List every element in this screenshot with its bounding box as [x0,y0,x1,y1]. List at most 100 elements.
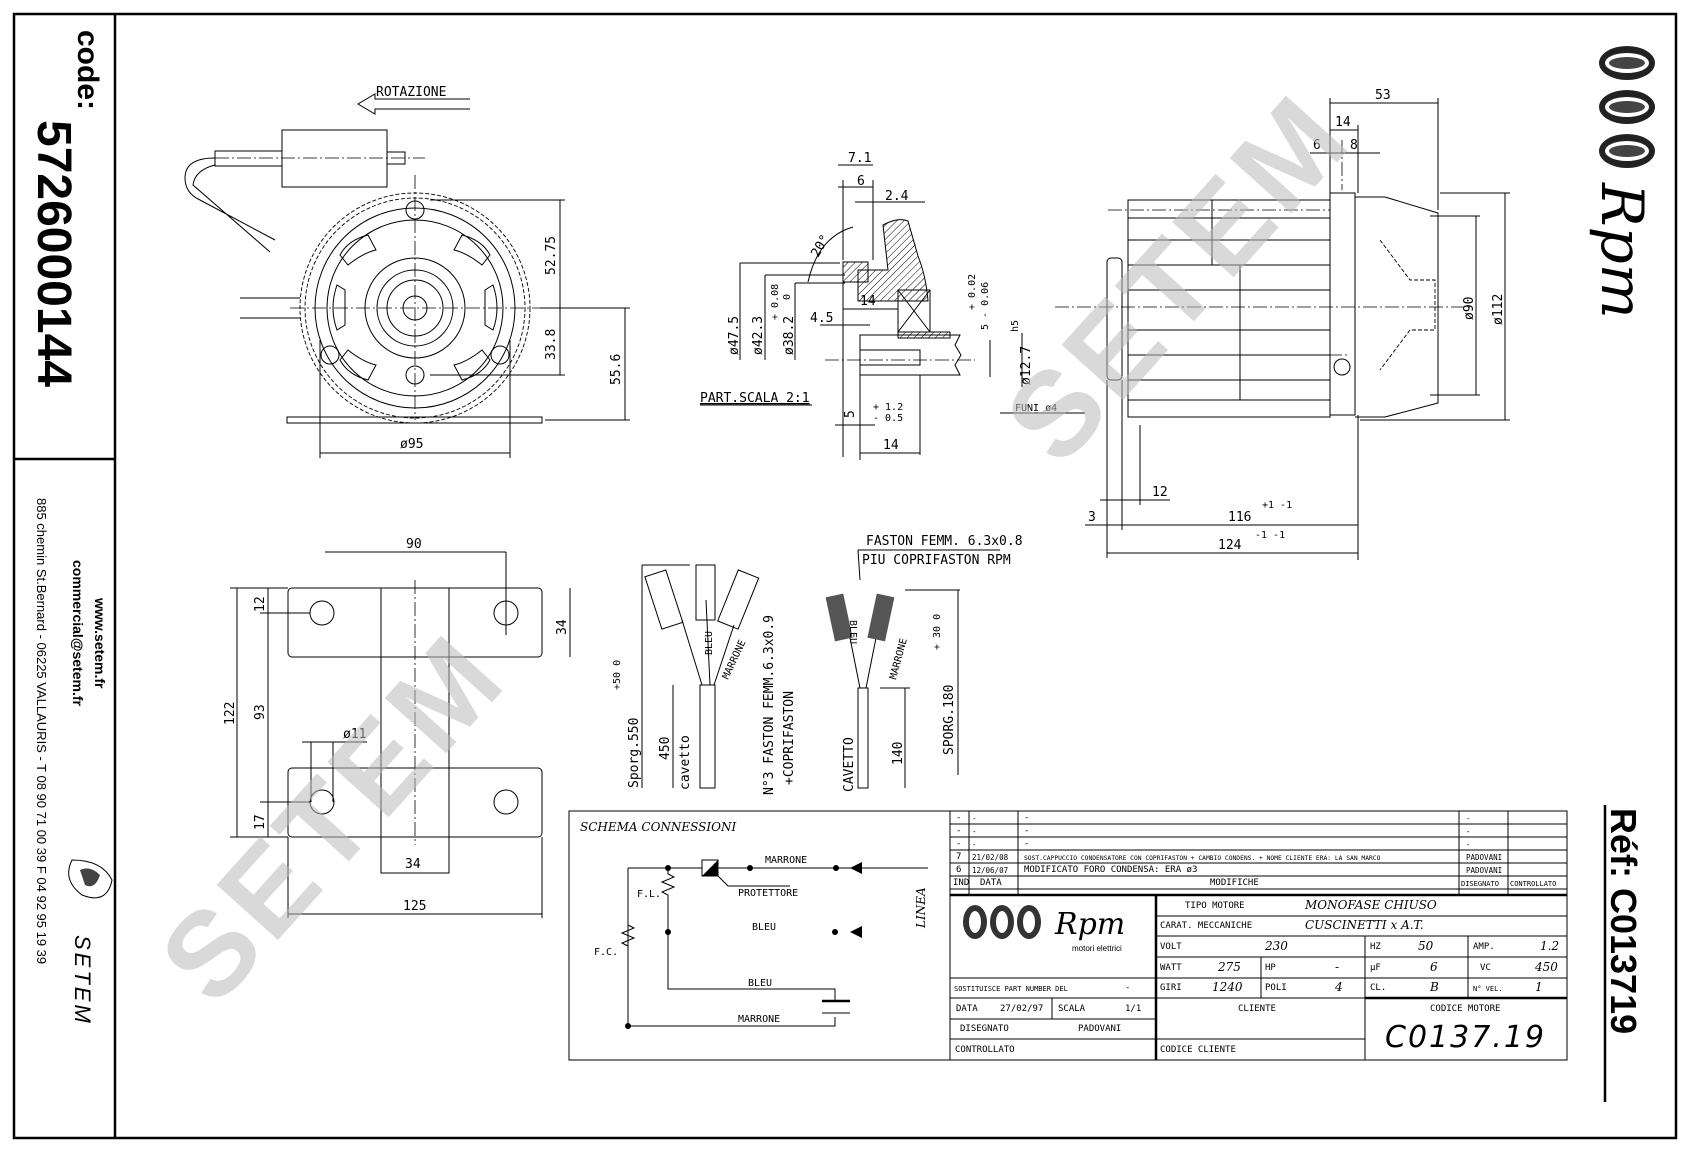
dim-17: 17 [253,814,268,830]
rotation-label: ROTAZIONE [376,85,446,100]
linea-arrow-icon [850,926,862,938]
rpm-title-logo-icon [963,905,1041,939]
left-wire-marrone: MARRONE [721,638,749,681]
dim-14-bottom: 14 [883,438,899,453]
setem-watermark: SETEM [135,608,531,1027]
dim-angle-20: 20° [808,232,833,260]
left-wire-bleu: BLEU [704,631,715,655]
dim-diameter-42-3: ø42.3 [751,316,766,355]
schema-fl: F.L. [637,889,661,900]
rpm-brand: Rpm [1588,182,1656,319]
revision-table [949,810,1568,1061]
setem-watermark-side: SETEM [980,68,1376,487]
right-wire-bleu: BLEU [847,620,858,644]
front-view: ROTAZIONE 52.75 33.8 [184,85,630,458]
dim-diameter-90: ø90 [1462,297,1477,320]
tol-1-2: + 1.2 [873,402,903,413]
schema-bleu-bottom: BLEU [748,978,772,989]
dim-diameter-47-5: ø47.5 [727,316,742,355]
fune-label: FUNI ø4 [1015,403,1057,414]
capacitor-cable [184,157,276,253]
dim-55-6: 55.6 [609,354,624,385]
dim-116: 116 [1228,510,1251,525]
right-faston-label: FASTON FEMM. 6.3x0.8 [866,534,1023,549]
tol-0: 0 [782,294,793,300]
fc-winding-icon [620,924,636,947]
fl-winding-icon [660,868,676,900]
title-logo-sub: motori elettrici [1072,944,1122,953]
setem-logo-icon [68,859,113,899]
right-length-label: 140 [891,742,906,765]
left-panel: code: 5726000144 www.setem.fr commercial… [27,30,113,1026]
side-view: 53 14 6 8 ø90 ø112 FUNI ø4 12 3 116 +1 -… [1000,88,1510,560]
shaft-section [859,334,962,376]
tol-0-5: - 0.5 [873,413,903,424]
left-cable-label: cavetto [678,735,693,790]
dim-diameter-38-2: ø38.2 [782,316,797,355]
title-logo-text: Rpm [1054,907,1125,942]
left-faston-label: N°3 FASTON FEMM.6.3x0.9 [762,615,777,795]
rotation-arrow-icon [357,93,470,115]
dim-4-5: 4.5 [810,311,833,326]
dim-33-8: 33.8 [544,329,559,360]
fan-cover [1355,196,1439,418]
dim-124: 124 [1218,538,1242,553]
base-plate [286,416,543,424]
dim-7-1: 7.1 [848,151,871,166]
left-cable [699,684,716,789]
linea-arrow-icon [850,862,862,874]
dim-3-side: 3 [1088,510,1096,525]
dim-8-side: 8 [1350,138,1358,153]
tol-0-06: 5 - 0.06 [980,282,991,330]
dim-12-side: 12 [1152,485,1168,500]
right-panel: Rpm Réf: C013719 [1588,46,1656,1102]
schema-protettore: PROTETTORE [738,888,798,899]
dim-14: 14 [860,294,876,309]
capacitor [281,129,388,188]
left-coprifaston-label: +COPRIFASTON [782,691,797,785]
tol-0-08: + 0.08 [770,284,781,320]
dim-5: 5 [843,410,858,418]
right-cable-label: CAVETTO [842,737,857,792]
tol-124: -1 -1 [1255,530,1285,541]
dim-6: 6 [857,174,865,189]
rpm-logo-icon [1599,46,1655,168]
dim-90: 90 [406,537,422,552]
title-block: Rpm motori elettrici [950,895,1567,1060]
dim-diameter-11: ø11 [343,727,366,742]
dim-2-4: 2.4 [885,189,909,204]
mount-hole [309,600,335,626]
cables-view: Sporg.550 +50 0 450 cavetto BLEU MARRONE… [612,534,1023,795]
schema-bleu: BLEU [752,922,776,933]
dim-52-75: 52.75 [544,236,559,275]
dim-12-bracket: 12 [253,596,268,612]
protector-icon [702,860,718,876]
dim-122: 122 [223,702,238,725]
sheet-border [12,12,1678,1140]
dim-34-horizontal: 34 [405,857,421,872]
dim-34-vertical: 34 [555,619,570,635]
schema-linea: LINEA [914,887,928,929]
right-wire-marrone: MARRONE [888,637,910,681]
address-text: 885 chemin St.Bernard - 06225 VALLAURIS … [34,498,49,964]
right-sporg-label: SPORG.180 [942,685,957,755]
detail-scale-label: PART.SCALA 2:1 [700,391,810,406]
dim-93: 93 [253,704,268,720]
bracket-view: 90 12 93 122 17 34 ø11 34 125 [223,537,571,918]
ref-label: Réf: C013719 [1603,808,1644,1034]
right-sporg-tol: + 30 0 [932,614,943,650]
schema-marrone-bottom: MARRONE [738,1014,780,1025]
dim-diameter-95: ø95 [400,437,423,452]
dim-6-side: 6 [1313,138,1321,153]
website-link[interactable]: www.setem.fr [92,597,108,689]
right-coprifaston-label: PIU COPRIFASTON RPM [862,553,1011,568]
schema-fc: F.C. [594,947,618,958]
dim-125: 125 [403,899,426,914]
dim-diameter-12-7: ø12.7 [1019,346,1034,385]
email-link[interactable]: commercial@setem.fr [70,560,86,706]
schema-wires [627,867,928,1027]
connection-schema: SCHEMA CONNESSIONI MARRONE PROTETTORE BL… [568,810,951,1061]
left-sporg-label: Sporg.550 [627,718,642,788]
detail-view: 7.1 6 2.4 20° ø47.5 ø42.3 + 0.08 0 ø38.2… [700,151,1034,460]
